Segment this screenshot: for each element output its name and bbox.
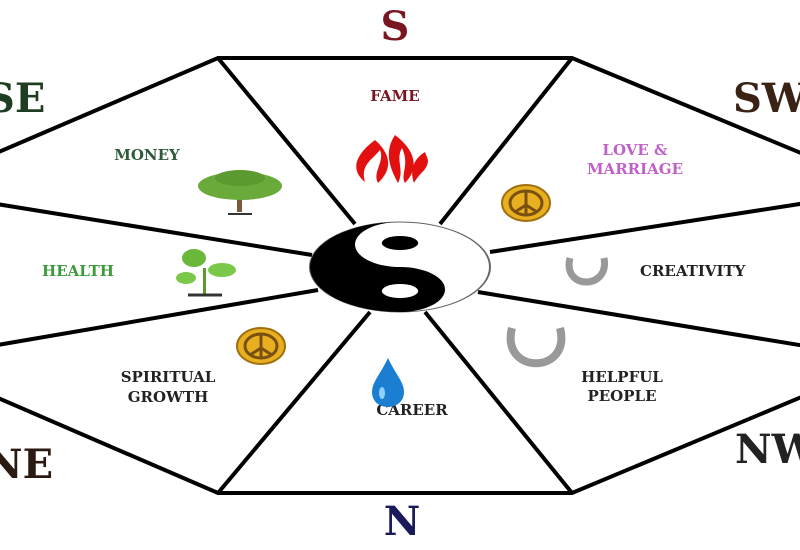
sprout-icon [176,249,236,297]
fire-icon [356,135,428,183]
direction-nw: NW [735,426,800,473]
direction-sw: SW [733,75,800,122]
direction-se: SE [0,75,45,122]
spoke [438,56,574,226]
label-love: LOVE & [602,141,668,159]
label-health: HEALTH [42,262,114,280]
direction-n: N [384,498,421,545]
horseshoe-icon [565,257,608,286]
label-fame: FAME [370,87,419,105]
direction-s: S [381,3,410,50]
label-spiritual: SPIRITUAL [121,368,216,386]
label-money: MONEY [114,146,180,164]
yin-yang-icon [309,221,491,313]
label-growth: GROWTH [128,388,209,406]
spoke [489,201,800,254]
peace-sign-icon [501,184,551,222]
label-creativity: CREATIVITY [640,262,746,280]
label-marriage: MARRIAGE [587,160,683,178]
spoke [0,202,313,257]
label-people: PEOPLE [587,387,656,405]
peace-sign-icon [236,327,286,365]
tree-icon [198,170,282,215]
octagon-lines [0,56,800,495]
label-helpful: HELPFUL [581,368,663,386]
spoke [423,310,574,495]
spoke [0,288,319,347]
spoke [216,56,357,226]
spoke [477,290,800,348]
direction-ne: NE [0,441,53,488]
water-drop-icon [372,358,404,407]
spoke [216,310,372,495]
horseshoe-icon [506,327,566,368]
